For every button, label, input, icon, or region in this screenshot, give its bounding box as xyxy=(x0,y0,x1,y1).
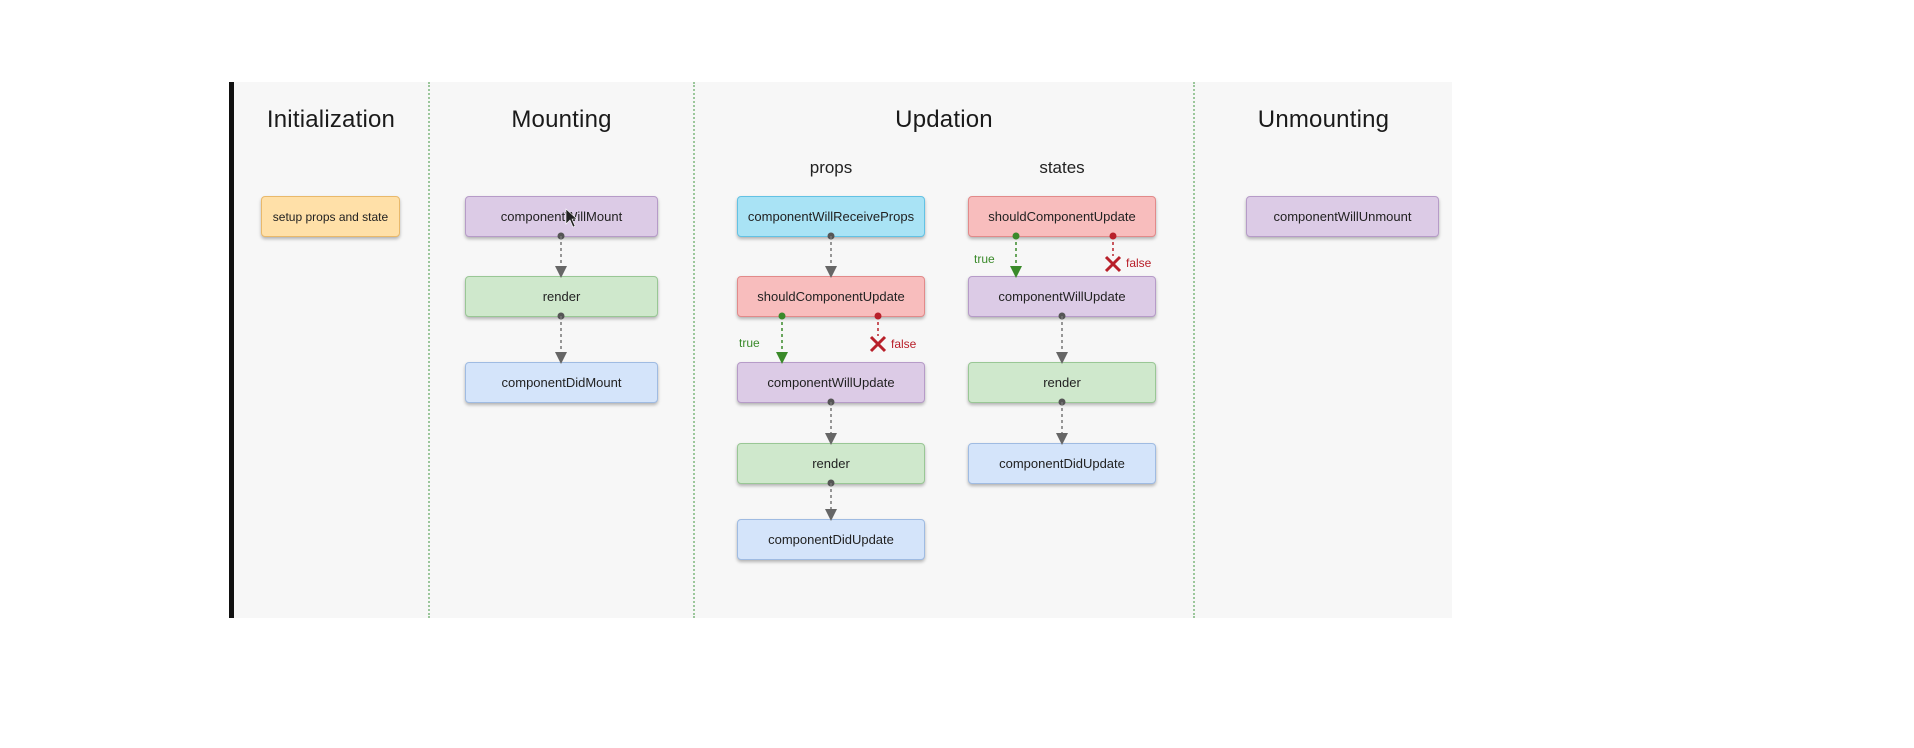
subtitle-states: states xyxy=(1039,158,1085,177)
states-arrow xyxy=(1056,312,1068,364)
props-component-will-update-box: componentWillUpdate xyxy=(737,362,925,403)
props-false-stop xyxy=(869,312,887,353)
props-true-arrow xyxy=(776,312,788,364)
section-divider xyxy=(1193,82,1195,618)
props-false-label: false xyxy=(891,337,917,351)
mounting-arrow xyxy=(555,232,567,278)
mouse-cursor-icon xyxy=(565,208,578,228)
states-true-arrow xyxy=(1010,232,1022,278)
section-title-updation: Updation xyxy=(895,106,993,133)
states-arrow xyxy=(1056,398,1068,445)
props-should-component-update-box: shouldComponentUpdate xyxy=(737,276,925,317)
section-title-initialization: Initialization xyxy=(266,106,396,133)
mounting-component-will-mount-box: componentWillMount xyxy=(465,196,658,237)
subtitle-props: props xyxy=(809,158,853,177)
props-component-did-update-box: componentDidUpdate xyxy=(737,519,925,560)
unmounting-component-will-unmount-box: componentWillUnmount xyxy=(1246,196,1439,237)
section-title-mounting: Mounting xyxy=(511,106,612,133)
states-true-label: true xyxy=(974,252,995,266)
states-false-stop xyxy=(1104,232,1122,273)
section-title-unmounting: Unmounting xyxy=(1257,106,1390,133)
states-should-component-update-box: shouldComponentUpdate xyxy=(968,196,1156,237)
props-true-label: true xyxy=(739,336,760,350)
states-false-label: false xyxy=(1126,256,1152,270)
props-arrow xyxy=(825,479,837,521)
props-arrow xyxy=(825,398,837,445)
props-component-will-receive-props-box: componentWillReceiveProps xyxy=(737,196,925,237)
section-divider xyxy=(428,82,430,618)
mounting-arrow xyxy=(555,312,567,364)
props-arrow xyxy=(825,232,837,278)
section-divider xyxy=(693,82,695,618)
setup-props-state-box: setup props and state xyxy=(261,196,400,237)
